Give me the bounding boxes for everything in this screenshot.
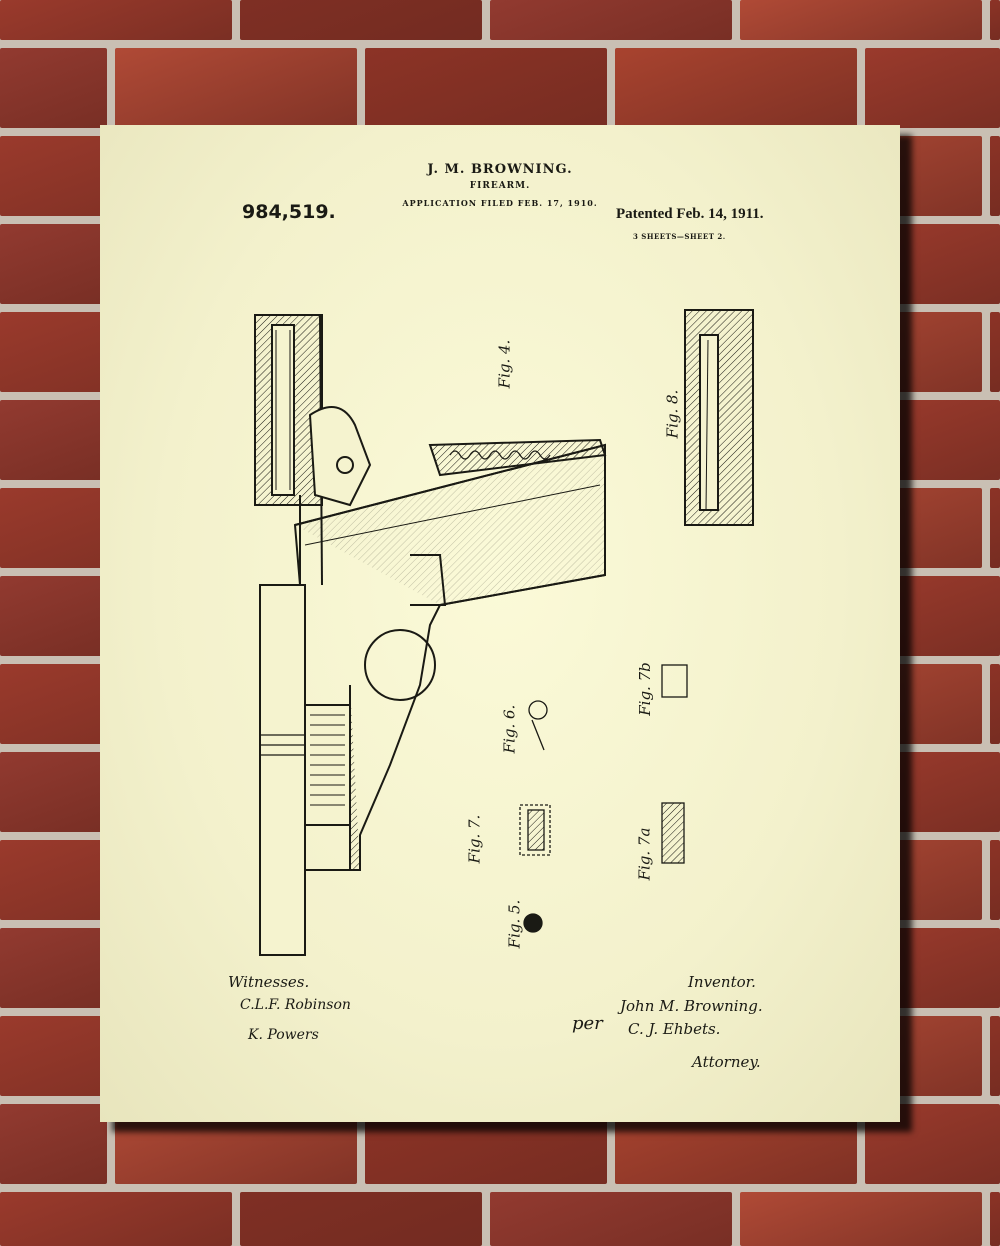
- brick: [990, 840, 1000, 920]
- sheet-count: 3 SHEETS—SHEET 2.: [633, 232, 726, 241]
- fig-4-label: Fig. 4.: [495, 339, 514, 389]
- pistol-hammer: [308, 406, 372, 507]
- brick: [0, 1104, 107, 1184]
- attorney-signature: C. J. Ehbets.: [628, 1020, 721, 1038]
- brick: [990, 136, 1000, 216]
- brick: [0, 576, 107, 656]
- inventor-header: J. M. BROWNING.: [427, 162, 573, 177]
- brick: [990, 664, 1000, 744]
- brick: [0, 48, 107, 128]
- inventor-label: Inventor.: [688, 973, 756, 991]
- pistol-slide: [254, 314, 323, 955]
- brick: [0, 224, 107, 304]
- fig-7a-label: Fig. 7a: [635, 827, 654, 881]
- small-figures: [519, 664, 688, 933]
- brick: [990, 488, 1000, 568]
- pistol-barrel-grip: [259, 584, 360, 956]
- brick: [0, 928, 107, 1008]
- fig-7-label: Fig. 7.: [465, 814, 484, 864]
- brick: [990, 1192, 1000, 1246]
- brick: [615, 48, 857, 128]
- brick: [0, 1192, 232, 1246]
- fig-8-label: Fig. 8.: [663, 389, 682, 439]
- brick: [0, 400, 107, 480]
- witnesses-label: Witnesses.: [228, 973, 310, 991]
- pistol-patent-drawing: [254, 309, 754, 956]
- brick: [740, 1192, 982, 1246]
- brick: [865, 48, 1000, 128]
- per-label: per: [572, 1013, 603, 1034]
- fig-8-detail: [684, 309, 754, 526]
- brick: [115, 48, 357, 128]
- fig-6-label: Fig. 6.: [500, 704, 519, 754]
- brick: [240, 1192, 482, 1246]
- attorney-label: Attorney.: [692, 1053, 761, 1071]
- pistol-frame: [293, 438, 607, 871]
- fig-7b-label: Fig. 7b: [635, 662, 654, 716]
- brick: [365, 48, 607, 128]
- brick: [490, 1192, 732, 1246]
- witness-signature-2: K. Powers: [248, 1027, 319, 1043]
- brick: [240, 0, 482, 40]
- inventor-signature: John M. Browning.: [620, 997, 763, 1015]
- fig-5-label: Fig. 5.: [505, 899, 524, 949]
- brick: [0, 752, 107, 832]
- brick: [990, 0, 1000, 40]
- patent-poster: J. M. BROWNING. FIREARM. APPLICATION FIL…: [100, 125, 900, 1122]
- patented-date: Patented Feb. 14, 1911.: [616, 206, 764, 222]
- witness-signature-1: C.L.F. Robinson: [240, 997, 351, 1013]
- brick: [490, 0, 732, 40]
- brick: [740, 0, 982, 40]
- patent-number: 984,519.: [242, 201, 336, 223]
- patent-title: FIREARM.: [469, 181, 531, 191]
- brick: [990, 1016, 1000, 1096]
- brick: [990, 312, 1000, 392]
- brick: [0, 0, 232, 40]
- application-date: APPLICATION FILED FEB. 17, 1910.: [402, 198, 598, 208]
